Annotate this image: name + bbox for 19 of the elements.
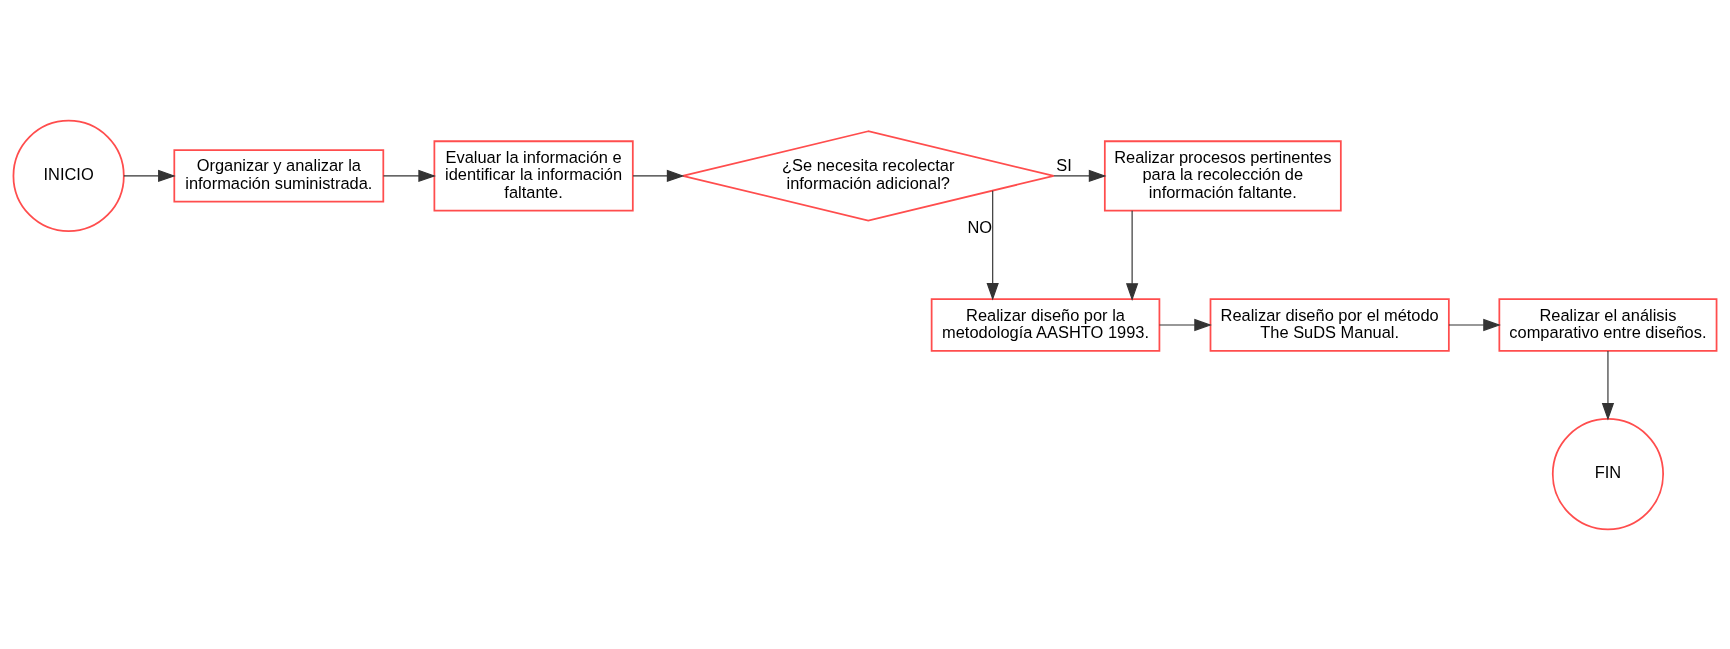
arrow: [123, 169, 176, 182]
node-circle: FIN: [1551, 417, 1664, 530]
node-box: Evaluar la información e identificar la información faltante.: [433, 139, 634, 211]
arrow: [632, 169, 685, 182]
arrow: [1158, 318, 1212, 331]
arrow: [1448, 318, 1501, 331]
arrow: [986, 189, 999, 301]
node-diamond: ¿Se necesita recolectar información adicional?: [681, 129, 1055, 221]
node-box: Realizar procesos pertinentes para la recolección de información faltante.: [1103, 139, 1342, 211]
edge-label: SI: [1056, 155, 1072, 174]
arrow: [1053, 169, 1107, 182]
node-box: Realizar diseño por el método The SuDS Manual.: [1209, 297, 1450, 352]
arrow: [1125, 209, 1139, 301]
node-box: Realizar el análisis comparativo entre diseños.: [1498, 297, 1718, 352]
arrow: [382, 169, 436, 182]
node-circle: INICIO: [12, 119, 125, 232]
arrow: [1601, 349, 1615, 421]
node-box: Organizar y analizar la información suministrada.: [173, 148, 385, 203]
node-box: Realizar diseño por la metodología AASHTO 1993.: [930, 297, 1161, 352]
